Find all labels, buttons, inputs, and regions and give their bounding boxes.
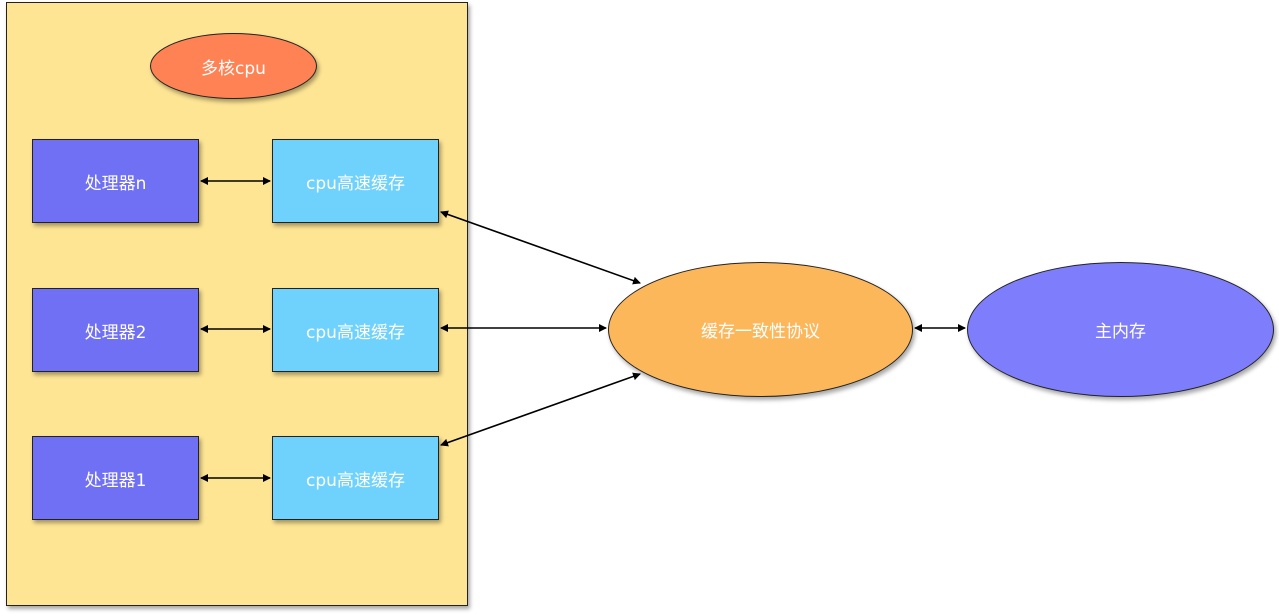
- main-memory-node: 主内存: [967, 262, 1274, 397]
- processor-n-node: 处理器n: [32, 139, 199, 223]
- cpu-cache-n-node: cpu高速缓存: [272, 139, 439, 223]
- cache-coherence-protocol-node: 缓存一致性协议: [608, 262, 913, 397]
- processor-2-node: 处理器2: [32, 288, 199, 372]
- processor-1-node: 处理器1: [32, 436, 199, 520]
- multicore-cpu-label-node: 多核cpu: [150, 33, 317, 99]
- arrow-cache-1-protocol: [440, 372, 641, 447]
- arrow-cache-n-protocol: [440, 210, 641, 285]
- cpu-cache-1-node: cpu高速缓存: [272, 436, 439, 520]
- cpu-cache-2-node: cpu高速缓存: [272, 288, 439, 372]
